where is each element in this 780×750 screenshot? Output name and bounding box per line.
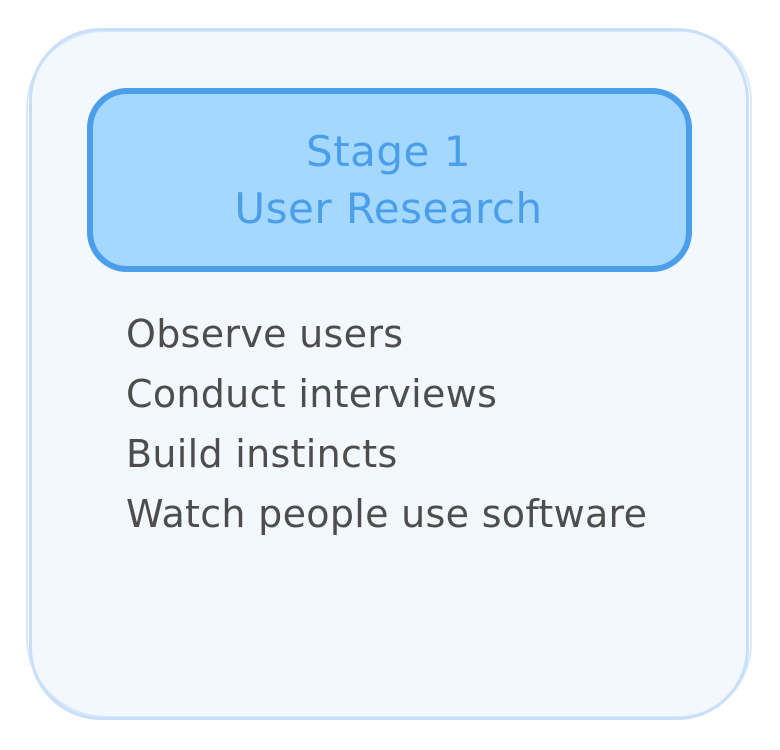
stage-activities-list: Observe users Conduct interviews Build i… — [126, 304, 647, 544]
activity-item: Build instincts — [126, 432, 398, 476]
stage-name-label: User Research — [234, 184, 543, 233]
stage-header-box: Stage 1 User Research — [87, 88, 692, 272]
stage-number-label: Stage 1 — [306, 127, 471, 176]
activity-item: Observe users — [126, 312, 404, 356]
activity-item: Conduct interviews — [126, 372, 498, 416]
activity-item: Watch people use software — [126, 492, 648, 536]
